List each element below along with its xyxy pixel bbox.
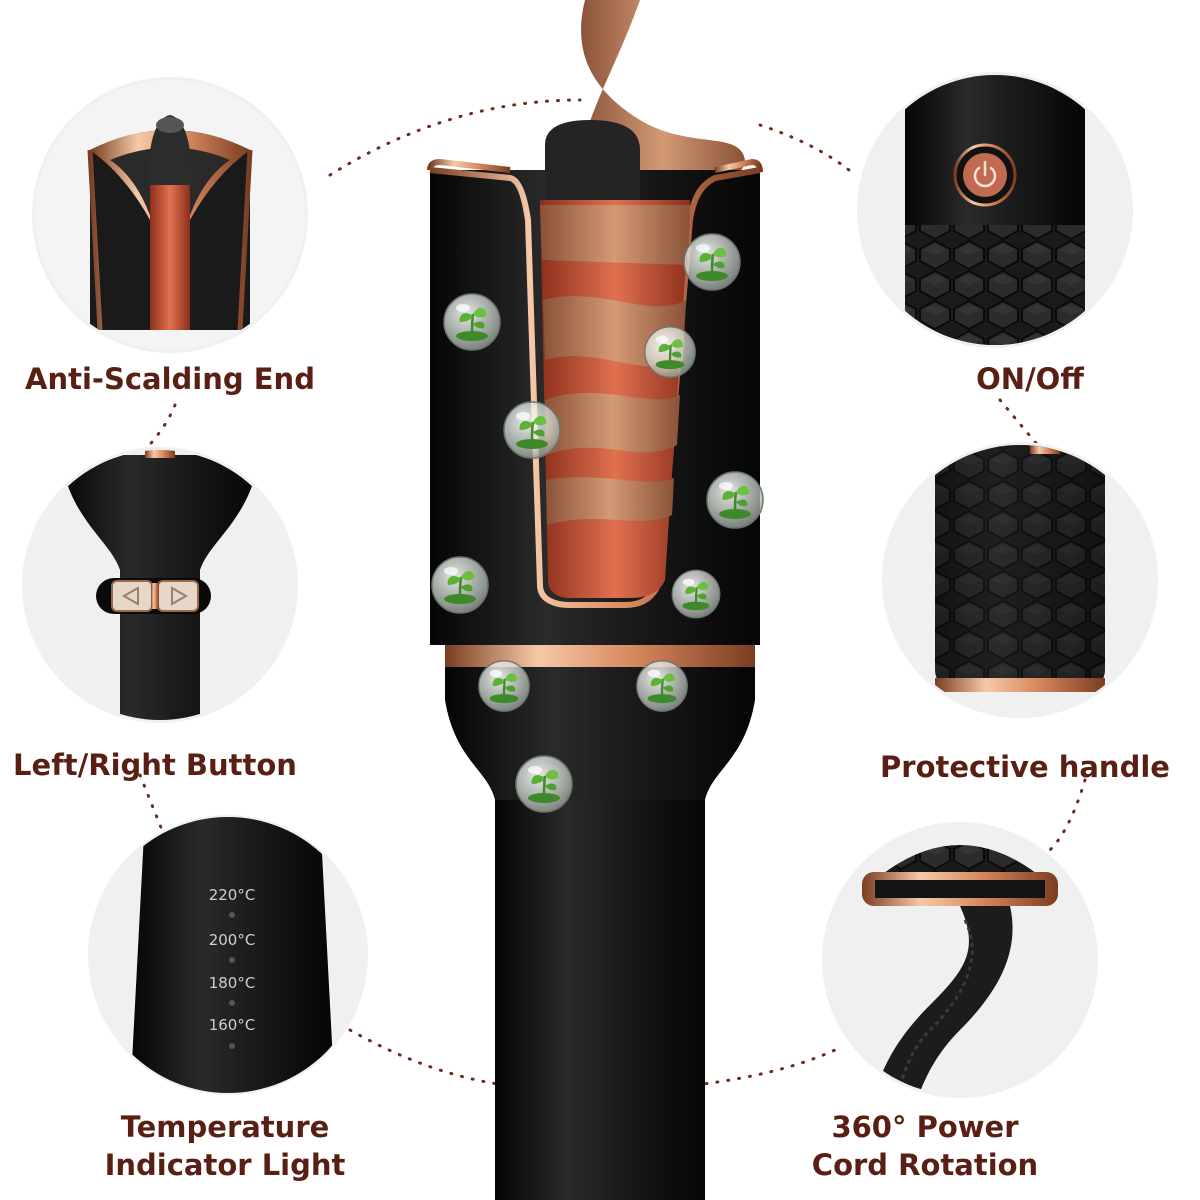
label-temperature-line1: Temperature: [120, 1110, 330, 1144]
power-cord: [870, 906, 1013, 1095]
slot-rim: [429, 167, 761, 608]
right-button: [157, 580, 199, 612]
right-arrow-icon: [171, 586, 189, 606]
label-anti-scalding-end: Anti-Scalding End: [25, 362, 315, 396]
label-temperature-line2: Indicator Light: [104, 1148, 346, 1182]
protective-handle-detail: [882, 442, 1158, 718]
left-right-button-detail: [22, 447, 298, 723]
temp-label-160: 160°C: [209, 1016, 256, 1034]
label-on-off: ON/Off: [976, 362, 1084, 396]
temp-led-160: [229, 1043, 235, 1049]
on-off-detail: [857, 72, 1133, 348]
label-cord-line2: Cord Rotation: [811, 1148, 1039, 1182]
label-cord-line1: 360° Power: [831, 1110, 1019, 1144]
anti-scalding-detail: [32, 77, 308, 353]
temp-label-220: 220°C: [209, 886, 256, 904]
power-icon: [973, 160, 997, 188]
rose-gold-ring: [445, 645, 755, 667]
left-button: [111, 580, 153, 612]
temp-label-200: 200°C: [209, 931, 256, 949]
temp-label-180: 180°C: [209, 974, 256, 992]
temperature-indicator-detail: 220°C 200°C 180°C 160°C: [88, 815, 368, 1095]
temp-led-220: [229, 912, 235, 918]
label-protective-handle: Protective handle: [880, 750, 1170, 784]
temp-led-200: [229, 957, 235, 963]
temp-led-180: [229, 1000, 235, 1006]
curler-handle: [495, 760, 705, 1200]
label-left-right-button: Left/Right Button: [13, 748, 297, 782]
power-cord-detail: [822, 822, 1098, 1098]
left-arrow-icon: [121, 586, 139, 606]
hair-curler-product: [427, 0, 765, 1200]
